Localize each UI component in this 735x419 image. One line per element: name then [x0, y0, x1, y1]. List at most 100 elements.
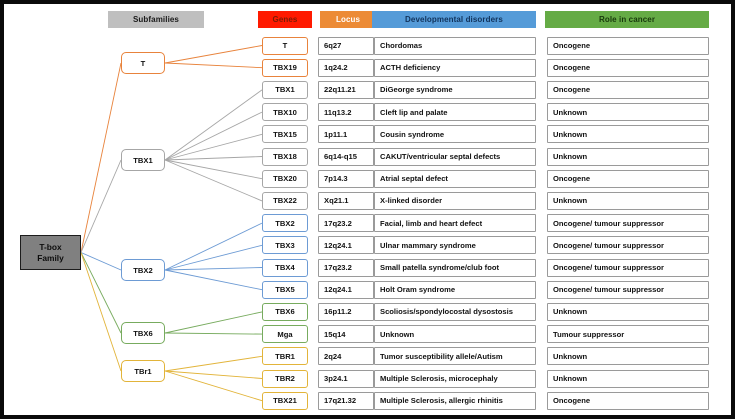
cell-gene-text: TBX22 [273, 196, 297, 206]
edge-root-to-tbr1 [80, 252, 122, 372]
edge-t-to-t [164, 45, 263, 64]
diagram-canvas: Subfamilies Genes Locus Developmental di… [4, 4, 731, 415]
cell-disorder: Cleft lip and palate [374, 103, 536, 122]
cell-role: Oncogene/ tumour suppressor [547, 258, 709, 277]
cell-disorder-text: Ulnar mammary syndrome [380, 240, 476, 250]
cell-locus-text: 11q13.2 [324, 107, 352, 117]
cell-locus: 11q13.2 [318, 103, 374, 122]
subfamily-node-tbx2: TBX2 [121, 259, 165, 281]
cell-locus-text: 17q21.32 [324, 396, 357, 406]
cell-role: Oncogene/ tumour suppressor [547, 280, 709, 299]
cell-locus: 12q24.1 [318, 280, 374, 299]
cell-locus: 6q14-q15 [318, 147, 374, 166]
cell-locus-text: 1q24.2 [324, 63, 348, 73]
subfamily-node-label: T [140, 58, 146, 68]
edge-root-to-t [80, 62, 122, 253]
edge-tbx2-to-tbx5 [164, 269, 263, 291]
cell-gene: T [262, 36, 308, 55]
cell-gene-text: TBX3 [275, 240, 295, 250]
cell-role-text: Tumour suppressor [553, 329, 625, 339]
edge-t-to-tbx19 [164, 62, 263, 69]
cell-disorder: X-linked disorder [374, 191, 536, 210]
header-subfamilies: Subfamilies [108, 11, 204, 28]
cell-role-text: Unknown [553, 129, 588, 139]
cell-locus: 17q23.2 [318, 258, 374, 277]
cell-locus-text: 12q24.1 [324, 285, 352, 295]
cell-gene-text: TBR2 [275, 374, 295, 383]
cell-role: Oncogene [547, 391, 709, 410]
cell-disorder: ACTH deficiency [374, 58, 536, 77]
cell-locus: 22q11.21 [318, 80, 374, 99]
cell-gene: TBX15 [262, 125, 308, 144]
cell-locus: 17q21.32 [318, 391, 374, 410]
cell-role-text: Unknown [553, 374, 588, 383]
cell-gene: TBR2 [262, 369, 308, 388]
cell-disorder: Multiple Sclerosis, allergic rhinitis [374, 391, 536, 410]
cell-locus: 16p11.2 [318, 302, 374, 321]
header-role-in-cancer: Role in cancer [545, 11, 709, 28]
cell-role: Oncogene [547, 58, 709, 77]
subfamily-node-label: TBX2 [133, 265, 153, 275]
cell-disorder: Scoliosis/spondylocostal dysostosis [374, 302, 536, 321]
cell-locus-text: 17q23.2 [324, 218, 352, 228]
header-locus: Locus [320, 11, 376, 28]
edge-tbr1-to-tbx21 [164, 370, 263, 402]
cell-locus: 6q27 [318, 36, 374, 55]
cell-locus-text: 1p11.1 [324, 129, 348, 139]
subfamily-node-tbx1: TBX1 [121, 149, 165, 171]
cell-locus-text: 7p14.3 [324, 174, 348, 184]
edge-tbx2-to-tbx4 [164, 267, 263, 271]
cell-gene-text: TBX21 [273, 396, 297, 406]
edge-tbr1-to-tbr2 [164, 370, 263, 379]
cell-role-text: Unknown [553, 196, 588, 206]
cell-disorder: Holt Oram syndrome [374, 280, 536, 299]
cell-disorder: Unknown [374, 325, 536, 344]
cell-gene: TBX10 [262, 103, 308, 122]
cell-disorder: Atrial septal defect [374, 169, 536, 188]
cell-gene-text: TBX4 [275, 263, 295, 272]
cell-role-text: Oncogene [553, 174, 591, 184]
cell-role-text: Oncogene/ tumour suppressor [553, 218, 664, 228]
cell-role-text: Unknown [553, 107, 588, 117]
cell-disorder-text: Facial, limb and heart defect [380, 218, 483, 228]
cell-disorder: Multiple Sclerosis, microcephaly [374, 369, 536, 388]
cell-gene: TBX2 [262, 214, 308, 233]
cell-disorder-text: Multiple Sclerosis, microcephaly [380, 374, 498, 383]
cell-locus: 1p11.1 [318, 125, 374, 144]
edge-tbx1-to-tbx15 [164, 133, 263, 161]
cell-locus-text: 3p24.1 [324, 374, 348, 383]
cell-gene: TBX1 [262, 80, 308, 99]
cell-locus-text: 6q14-q15 [324, 152, 357, 161]
cell-disorder-text: ACTH deficiency [380, 63, 441, 73]
cell-disorder-text: Small patella syndrome/club foot [380, 263, 499, 272]
cell-locus: 7p14.3 [318, 169, 374, 188]
cell-disorder: DiGeorge syndrome [374, 80, 536, 99]
cell-locus-text: 22q11.21 [324, 85, 356, 95]
cell-gene: TBX3 [262, 236, 308, 255]
cell-role-text: Oncogene [553, 63, 591, 73]
cell-role-text: Unknown [553, 351, 588, 361]
cell-locus-text: 16p11.2 [324, 307, 352, 317]
cell-role: Unknown [547, 103, 709, 122]
cell-disorder-text: DiGeorge syndrome [380, 85, 453, 95]
cell-role: Unknown [547, 125, 709, 144]
root-label-line2: Family [37, 252, 64, 263]
edge-tbx1-to-tbx10 [164, 111, 263, 161]
cell-gene-text: TBR1 [275, 351, 295, 361]
cell-role: Unknown [547, 147, 709, 166]
cell-role-text: Oncogene [553, 41, 591, 50]
cell-gene-text: TBX20 [273, 174, 297, 184]
cell-gene-text: TBX18 [273, 152, 297, 161]
cell-role: Unknown [547, 302, 709, 321]
subfamily-node-tbr1: TBr1 [121, 360, 165, 382]
cell-disorder-text: Multiple Sclerosis, allergic rhinitis [380, 396, 503, 406]
subfamily-node-label: TBX6 [133, 328, 153, 338]
cell-role: Oncogene/ tumour suppressor [547, 214, 709, 233]
cell-role: Unknown [547, 369, 709, 388]
cell-gene: Mga [262, 325, 308, 344]
cell-disorder-text: Holt Oram syndrome [380, 285, 456, 295]
cell-role: Oncogene/ tumour suppressor [547, 236, 709, 255]
edge-tbx1-to-tbx20 [164, 159, 263, 180]
cell-gene: TBX6 [262, 302, 308, 321]
subfamily-node-t: T [121, 52, 165, 74]
